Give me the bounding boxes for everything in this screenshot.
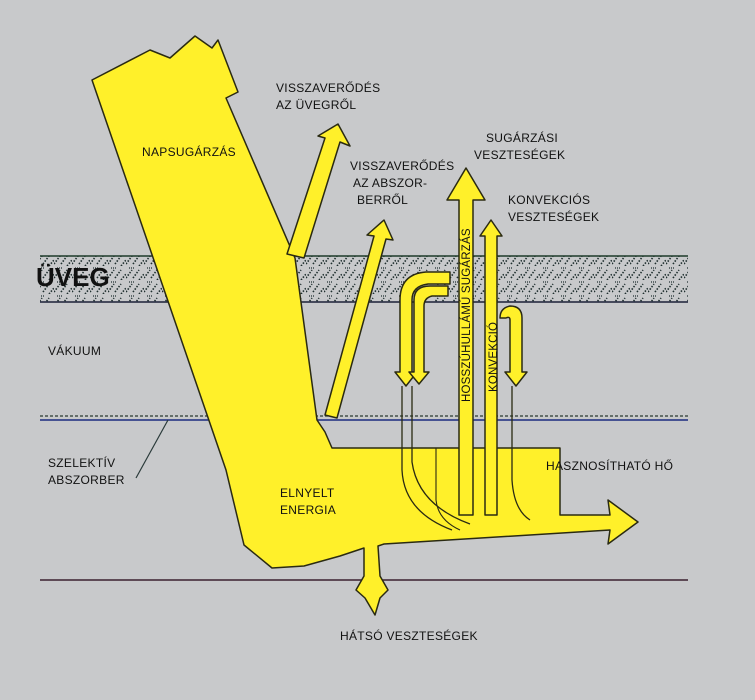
radiation-losses-label-line1: SUGÁRZÁSI: [486, 131, 559, 145]
back-losses-label: HÁTSÓ VESZTESÉGEK: [340, 629, 478, 643]
convection-loop: [499, 305, 528, 387]
absorbed-energy-label-line2: ENERGIA: [280, 503, 337, 517]
selective-absorber-label-line2: ABSZORBER: [48, 473, 125, 487]
absorbed-energy-label-line1: ELNYELT: [280, 486, 335, 500]
reflection-glass-arrow: [286, 123, 351, 259]
absorber-pointer-line: [135, 419, 169, 479]
sunlight-label: NAPSUGÁRZÁS: [142, 145, 236, 159]
reflection-absorber-label-line3: BERRŐL: [357, 193, 409, 207]
reflection-glass-label-line2: AZ ÜVEGRŐL: [276, 98, 357, 112]
return-flow-outline-1: [401, 386, 453, 531]
usable-heat-label: HASZNOSÍTHATÓ HŐ: [546, 459, 674, 473]
reflection-absorber-label-line2: AZ ABSZOR-: [353, 176, 428, 190]
convection-losses-label-line2: VESZTESÉGEK: [508, 210, 600, 224]
reflection-absorber-arrow: [324, 219, 394, 419]
selective-absorber-label-line1: SZELEKTÍV: [48, 456, 116, 470]
return-flow-outline-2: [411, 386, 471, 525]
longwave-radiation-label: HOSSZÚHULLÁMÚ SUGÁRZÁS: [461, 228, 473, 402]
vacuum-label: VÁKUUM: [48, 344, 102, 358]
radiation-losses-arrow: [446, 167, 486, 516]
longwave-inner-loop: [408, 285, 449, 385]
sunlight-beam: [91, 35, 639, 616]
return-flow-outline-4: [435, 448, 461, 531]
glass-label: ÜVEG: [36, 262, 110, 292]
radiation-losses-label-line2: VESZTESÉGEK: [474, 148, 566, 162]
convection-losses-label-line1: KONVEKCIÓS: [508, 193, 591, 207]
convection-label: KONVEKCIÓ: [488, 321, 500, 392]
convection-losses-arrow: [479, 219, 503, 516]
return-flow-outline-3: [511, 386, 531, 521]
longwave-loop: [394, 271, 451, 387]
reflection-glass-label-line1: VISSZAVERŐDÉS: [276, 81, 381, 95]
reflection-absorber-label-line1: VISSZAVERŐDÉS: [350, 159, 455, 173]
